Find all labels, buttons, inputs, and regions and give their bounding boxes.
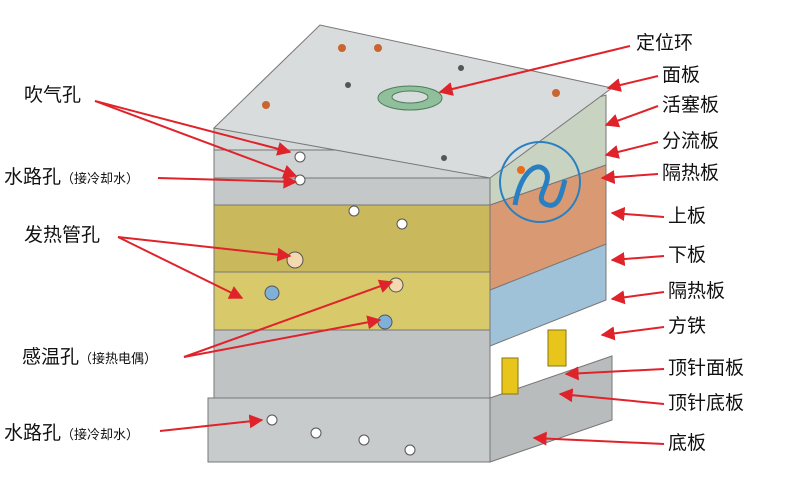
arrows [94, 45, 665, 446]
insulation-front [213, 177, 491, 206]
gray-block-front [213, 329, 491, 399]
label-lower-plate: 下板 [668, 244, 707, 266]
bottom-plate-front [207, 397, 491, 463]
label-spacer-block: 方铁 [668, 315, 707, 337]
label-blow-hole: 吹气孔 [24, 84, 82, 106]
spring-left [501, 357, 519, 395]
label-ejector-base-plate: 顶针底板 [668, 392, 745, 414]
label-water-hole-bottom: 水路孔（接冷却水） [4, 422, 140, 444]
label-bottom-clamp-plate: 底板 [668, 432, 707, 454]
circular-logo-icon [499, 141, 581, 223]
label-ejector-retainer-plate: 顶针面板 [668, 357, 745, 379]
label-manifold-plate: 分流板 [662, 130, 720, 152]
label-insulation-plate-bottom: 隔热板 [668, 280, 726, 302]
label-piston-plate: 活塞板 [662, 94, 720, 116]
label-insulation-plate-top: 隔热板 [662, 162, 720, 184]
label-top-clamp-plate: 面板 [662, 64, 701, 86]
spring-right [547, 329, 567, 367]
label-heater-hole: 发热管孔 [24, 224, 101, 246]
label-upper-plate: 上板 [668, 205, 707, 227]
blue-plate-front [213, 271, 491, 331]
label-water-hole-top: 水路孔（接冷却水） [4, 166, 140, 188]
mold-body [207, 24, 614, 463]
label-sensor-hole: 感温孔（接热电偶） [22, 346, 158, 368]
label-locating-ring: 定位环 [636, 32, 694, 54]
